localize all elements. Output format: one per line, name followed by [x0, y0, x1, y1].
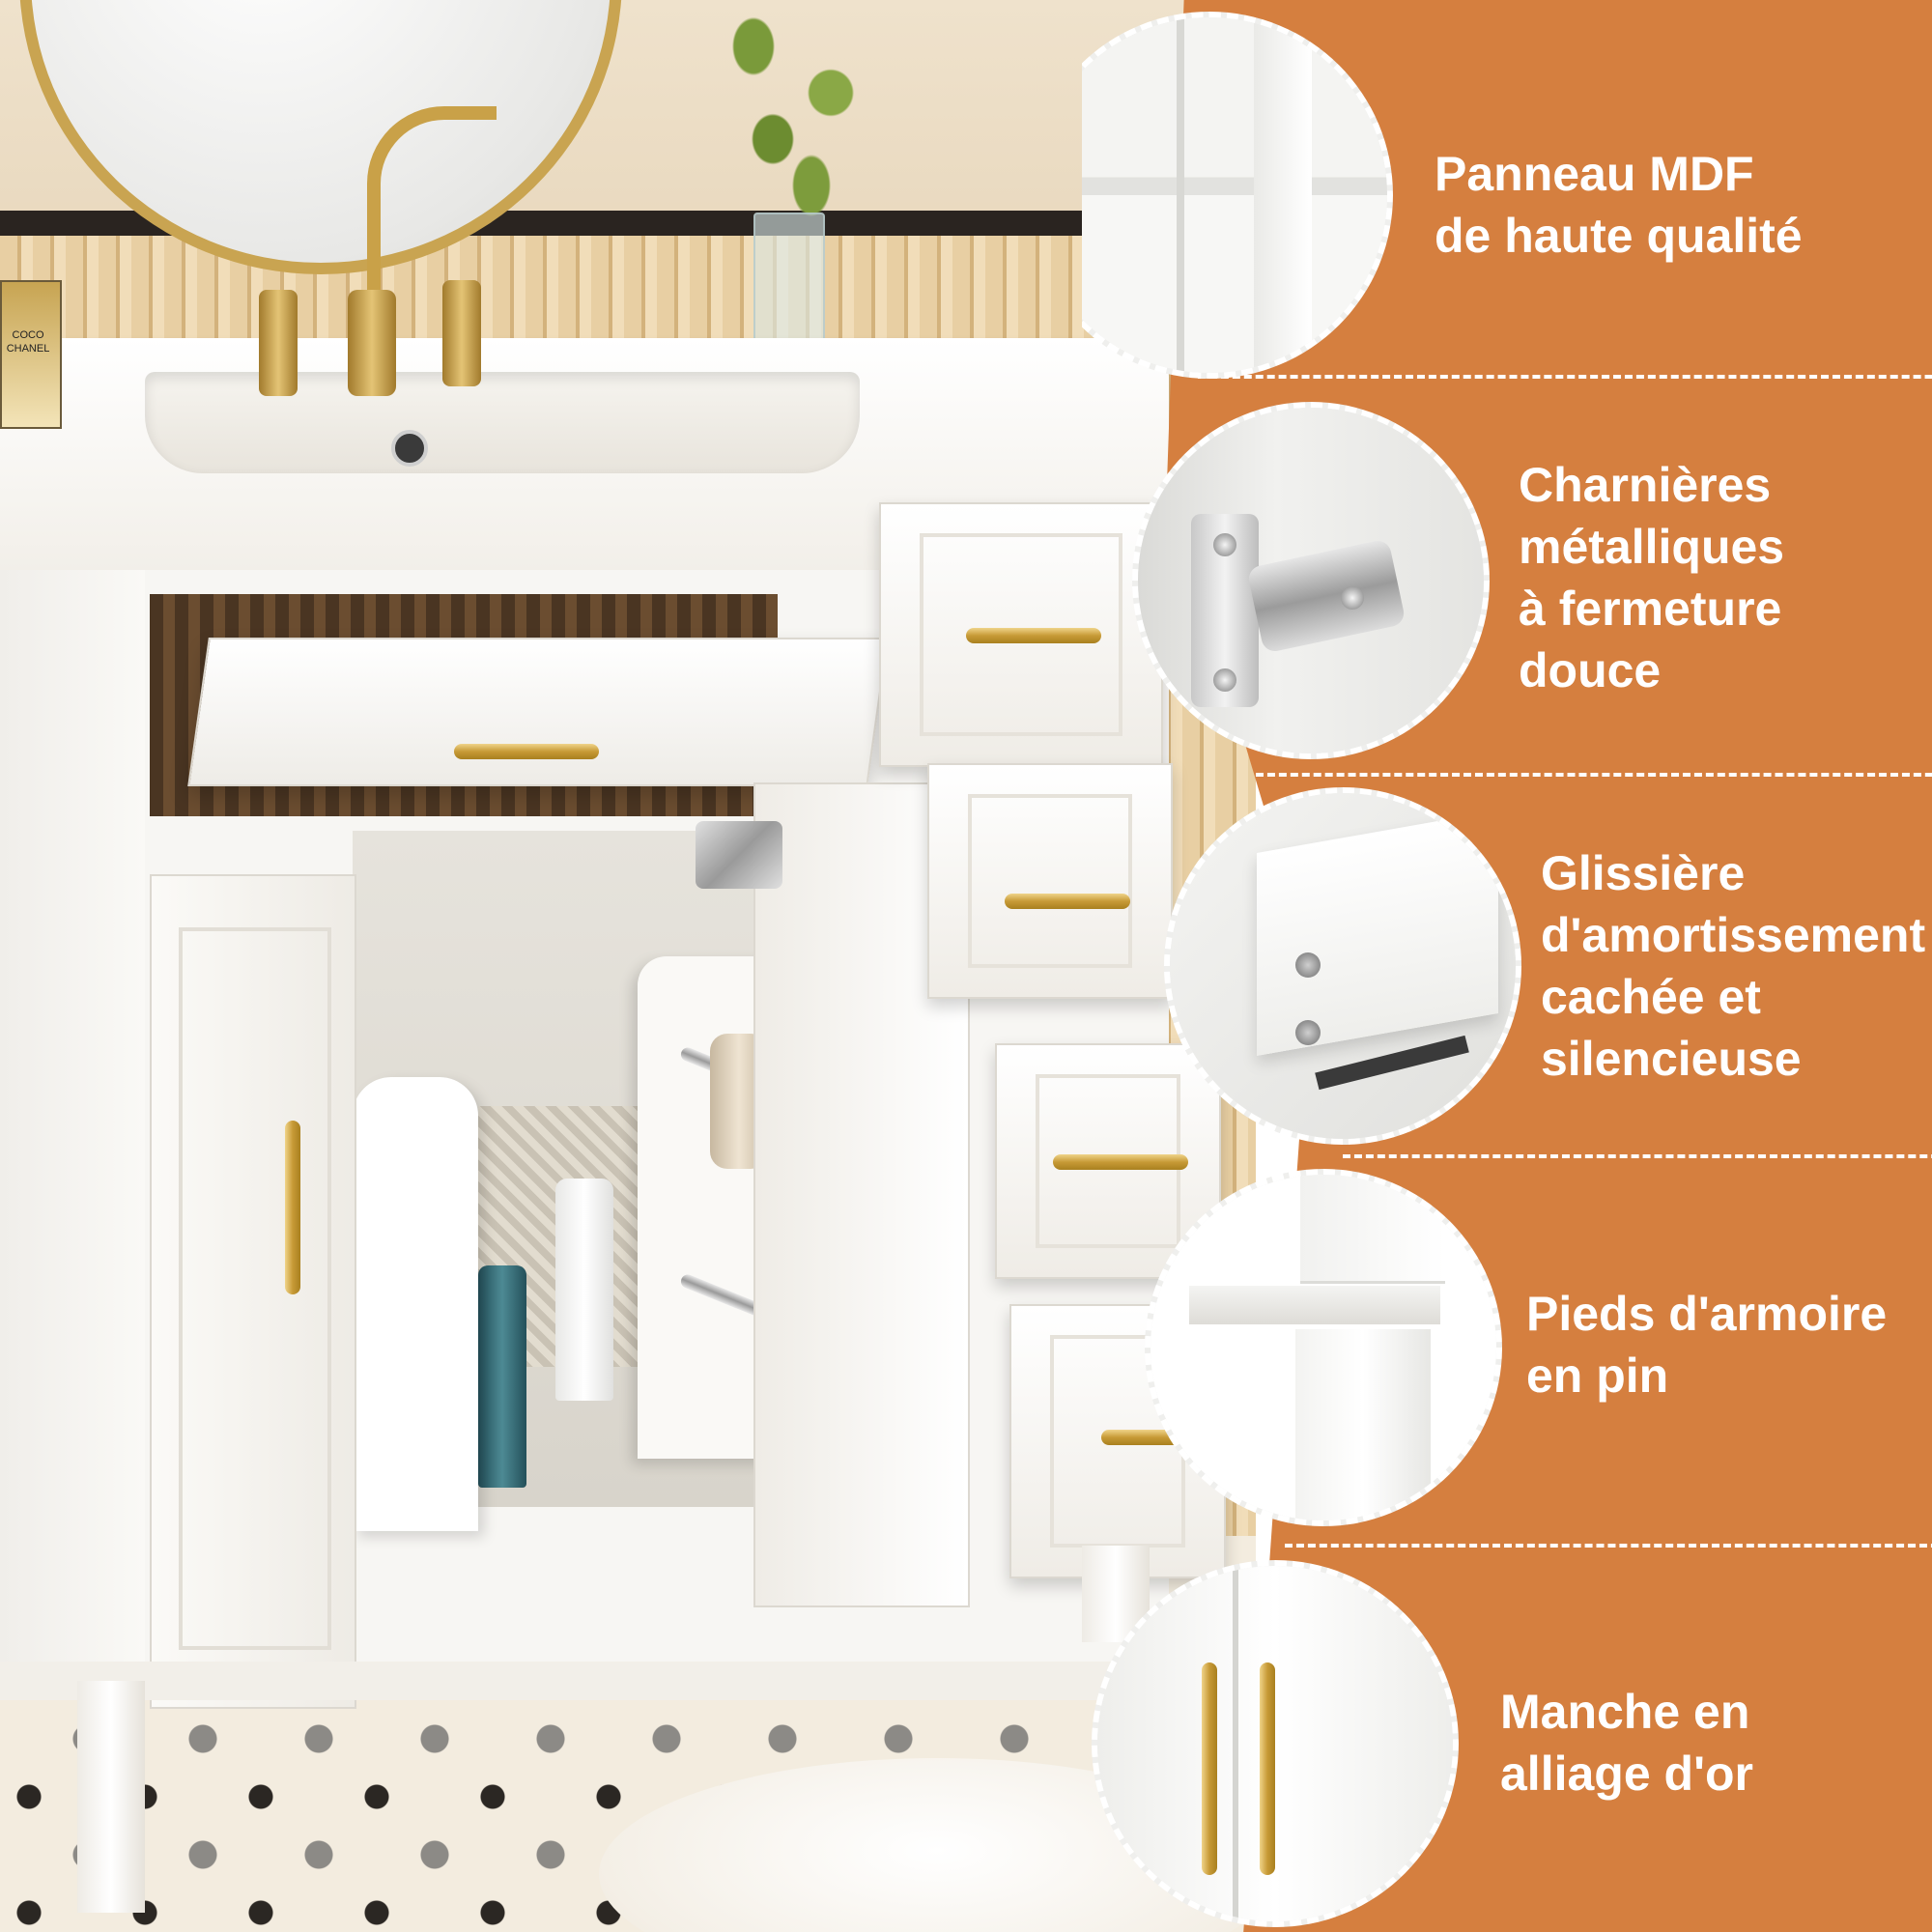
- feature-label-hinges: Charnières métalliques à fermeture douce: [1519, 458, 1785, 697]
- inner-shelf-panel: [353, 1077, 478, 1531]
- metal-hinge-closeup-icon: [1132, 402, 1490, 759]
- gold-handle: [454, 744, 599, 759]
- drawer-2: [927, 763, 1173, 999]
- drain-icon: [391, 430, 428, 467]
- hinge-icon: [696, 821, 782, 889]
- glass-vase: [753, 213, 825, 361]
- faucet-handle-right: [442, 280, 481, 386]
- dashed-divider: [1256, 773, 1932, 777]
- cabinet-side-panel: [0, 570, 145, 1681]
- tilt-out-drawer: [187, 638, 889, 786]
- lotion-bottle: [555, 1179, 613, 1401]
- faucet-handle-left: [259, 290, 298, 396]
- gold-handle: [1053, 1154, 1188, 1170]
- perfume-label: COCO CHANEL: [6, 329, 50, 355]
- faucet-icon: [348, 290, 396, 396]
- mdf-panel-closeup-icon: [1082, 12, 1393, 379]
- cabinet-base-rail: [0, 1662, 1169, 1700]
- feature-label-slides: Glissière d'amortissement cachée et sile…: [1541, 846, 1926, 1086]
- left-door-inset: [179, 927, 331, 1650]
- cabinet-leg: [77, 1681, 145, 1913]
- gold-handle: [285, 1121, 300, 1294]
- perfume-bottle: [0, 280, 62, 429]
- feature-label-handles: Manche en alliage d'or: [1500, 1685, 1753, 1801]
- gold-handle: [1005, 894, 1130, 909]
- left-door: [150, 874, 356, 1709]
- drawer-slide-closeup-icon: [1164, 787, 1521, 1145]
- feature-label-legs: Pieds d'armoire en pin: [1526, 1287, 1888, 1403]
- sink-basin: [145, 372, 860, 473]
- gold-handle: [966, 628, 1101, 643]
- blue-bottle: [478, 1265, 526, 1488]
- gold-handle-closeup-icon: [1092, 1560, 1459, 1927]
- dashed-divider: [1198, 375, 1932, 379]
- plant-icon: [696, 0, 889, 232]
- feature-panel: Panneau MDF de haute qualité Charnières …: [1082, 0, 1932, 1932]
- pine-leg-closeup-icon: [1145, 1169, 1502, 1526]
- feature-label-mdf: Panneau MDF de haute qualité: [1435, 147, 1803, 263]
- dashed-divider: [1285, 1544, 1932, 1548]
- dashed-divider: [1343, 1154, 1932, 1158]
